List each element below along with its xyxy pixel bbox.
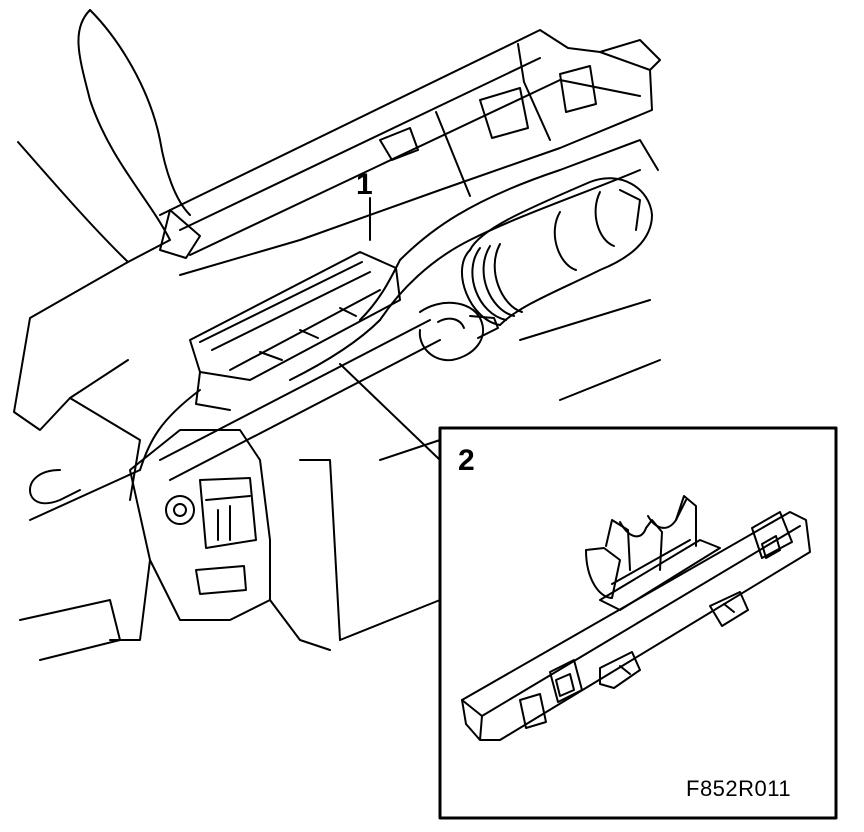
inflator-cylinder <box>460 177 653 326</box>
lower-bracket <box>19 389 341 661</box>
upper-trim-panel <box>13 9 191 501</box>
figure-code: F852R011 <box>686 776 792 801</box>
callout-2: 2 <box>458 444 475 477</box>
right-body-lines <box>339 299 661 641</box>
airbag-module <box>189 251 401 411</box>
frame-duct <box>289 139 659 381</box>
dashboard-rail <box>159 29 661 276</box>
leader-line-2 <box>339 363 441 461</box>
connector-bracket <box>461 495 811 741</box>
inset-frame <box>438 426 838 820</box>
callout-1: 1 <box>356 168 373 201</box>
steering-shaft <box>159 301 499 481</box>
